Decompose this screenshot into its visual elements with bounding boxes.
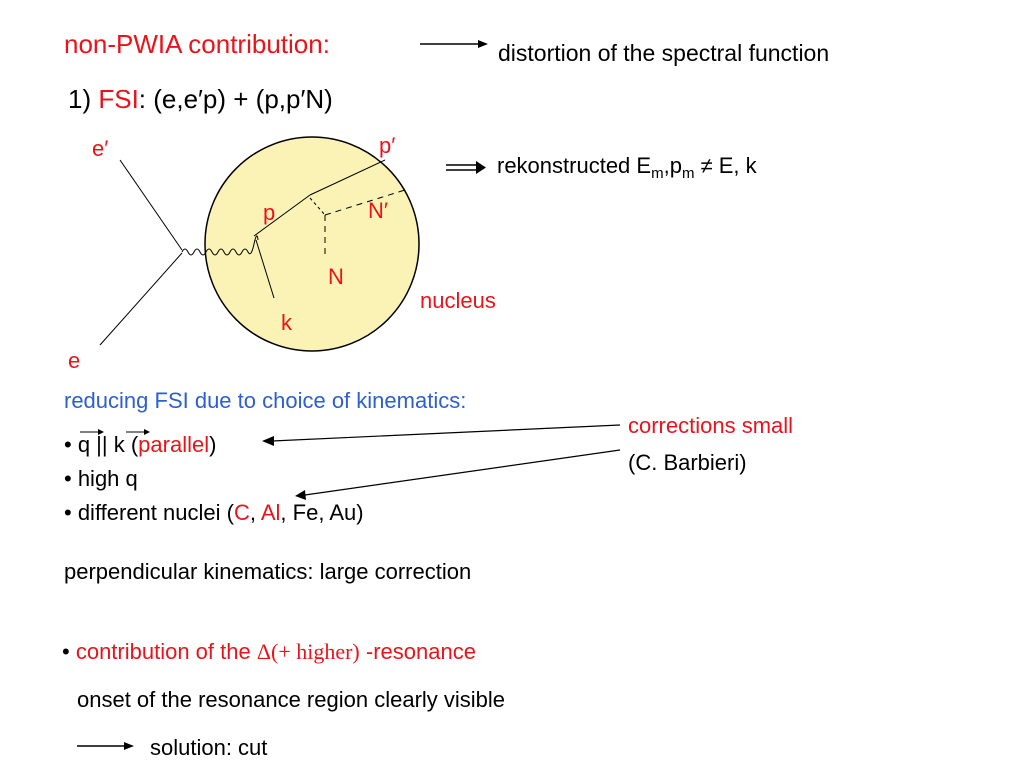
label-n-prime: N′ [368,198,389,223]
corrections-arrow-parallel [262,424,621,446]
fsi-reaction: : (e,e′p) + (p,p′N) [138,84,333,114]
fsi-number: 1) [68,84,99,114]
n-prime-dash [324,189,406,216]
rekon-comma: ,p [663,153,682,178]
corrections-arrow-nuclei [295,449,621,500]
nucleus-circle [204,136,420,352]
p-line [253,194,311,237]
delta-bullet: • contribution of the Δ(+ higher) -reson… [62,639,476,665]
bullet-high-q: • high q [64,466,138,491]
corrections-small: corrections small [628,413,794,438]
label-e: e [68,348,81,373]
delta-text-pre: contribution of the [75,639,257,664]
label-nucleus: nucleus [420,288,496,313]
k-vector-arrow [126,429,150,435]
bullet-nuclei-pre: • different nuclei ( [64,500,234,525]
title-arrow [420,40,488,48]
q-vector-arrow [80,429,104,435]
label-p: p [263,200,276,225]
solution-arrow [77,742,134,750]
p-dash [309,197,326,216]
delta-bullet-dot: • [62,639,76,664]
rekon-text: rekonstructed Em,pm ≠ E, k [497,153,757,182]
k-line [255,239,275,299]
rekon-suffix: E, k [718,153,757,178]
rekon-sub-1: m [651,165,664,182]
e-line [99,252,183,346]
bullet-nuclei-post: , Fe, Au) [280,500,364,525]
bullet-nuclei-c: C [233,500,250,525]
corrections-author: (C. Barbieri) [628,450,747,475]
e-prime-line [119,159,183,251]
bullet-parallel-post: ) [209,432,217,457]
fsi-label: FSI [98,84,139,114]
p-prime-line [309,159,386,196]
rekon-neq: ≠ [694,153,719,178]
perpendicular-text: perpendicular kinematics: large correcti… [64,559,472,584]
rekon-double-arrow [446,161,486,174]
bullet-nuclei: • different nuclei (C, Al, Fe, Au) [64,500,364,526]
label-e-prime: e′ [92,136,109,161]
label-n: N [328,264,344,289]
distortion-text: distortion of the spectral function [498,40,830,66]
solution-text: solution: cut [150,735,268,760]
rekon-sub-2: m [681,165,695,182]
delta-symbol: Δ(+ higher) [256,639,360,664]
bullet-parallel-red: parallel [138,432,210,457]
bullet-parallel-pre: • q || k ( [64,432,139,457]
onset-text: onset of the resonance region clearly vi… [77,687,506,712]
label-k: k [281,310,292,335]
bullet-nuclei-al: Al [260,500,281,525]
bullet-parallel: • q || k (parallel) [64,432,216,458]
delta-text-post: -resonance [359,639,476,664]
fsi-line: 1) FSI: (e,e′p) + (p,p′N) [68,84,333,115]
reducing-heading: reducing FSI due to choice of kinematics… [64,388,467,413]
label-p-prime: p′ [379,133,396,158]
bullet-nuclei-sep: , [249,500,261,525]
slide-title: non-PWIA contribution: [64,29,330,59]
rekon-prefix: rekonstructed E [497,153,652,178]
photon-wavy-line [181,235,259,256]
